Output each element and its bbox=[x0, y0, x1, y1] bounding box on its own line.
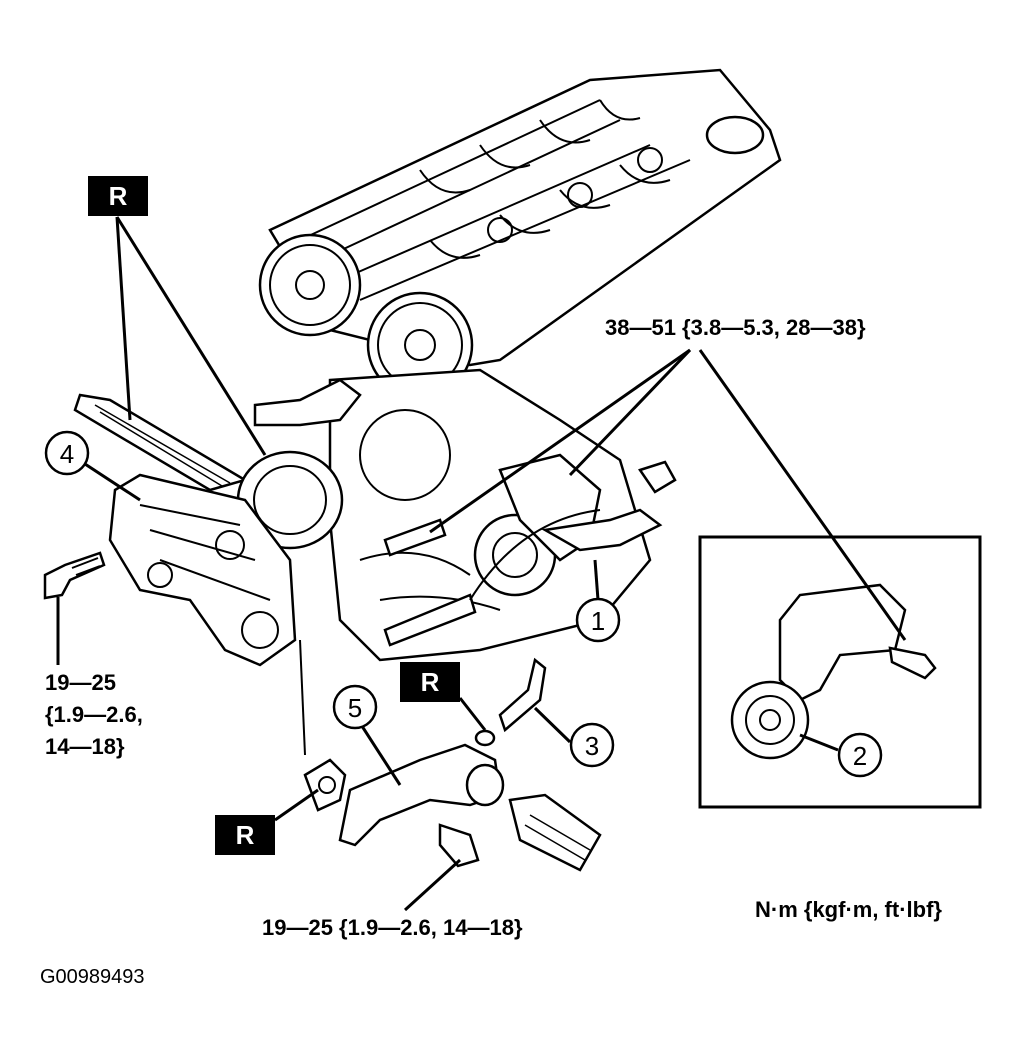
reuse-badge-bottom: R bbox=[215, 815, 275, 855]
torque-spec-left-line3: 14—18} bbox=[45, 734, 125, 759]
water-pump bbox=[108, 473, 297, 667]
torque-spec-bottom: 19—25 {1.9—2.6, 14—18} bbox=[262, 915, 523, 940]
svg-text:4: 4 bbox=[60, 439, 74, 469]
svg-text:3: 3 bbox=[585, 731, 599, 761]
badge-label: R bbox=[421, 667, 440, 697]
leader-lines bbox=[56, 216, 907, 912]
water-inlet-parts bbox=[303, 657, 602, 872]
badge-label: R bbox=[236, 820, 255, 850]
pump-bolt bbox=[43, 551, 106, 600]
torque-spec-left-line2: {1.9—2.6, bbox=[45, 702, 143, 727]
figure-id: G00989493 bbox=[40, 966, 145, 988]
torque-spec-left-line1: 19—25 bbox=[45, 670, 116, 695]
pump-outlet-assembly bbox=[383, 453, 677, 647]
svg-text:5: 5 bbox=[348, 693, 362, 723]
cylinder-head bbox=[268, 68, 782, 367]
callout-5: 5 bbox=[332, 684, 378, 730]
units-label: N·m {kgf·m, ft·lbf} bbox=[755, 897, 942, 922]
svg-text:1: 1 bbox=[591, 606, 605, 636]
reuse-badge-top: R bbox=[88, 176, 148, 216]
callout-3: 3 bbox=[569, 722, 615, 768]
callout-4: 4 bbox=[44, 430, 90, 476]
callout-2: 2 bbox=[837, 732, 883, 778]
reuse-badge-middle: R bbox=[400, 662, 460, 702]
torque-spec-top-right: 38—51 {3.8—5.3, 28—38} bbox=[605, 315, 866, 340]
callout-1: 1 bbox=[575, 597, 621, 643]
inset-pulley-box bbox=[698, 535, 982, 809]
front-cover-gasket bbox=[73, 393, 249, 492]
badge-label: R bbox=[109, 181, 128, 211]
svg-text:2: 2 bbox=[853, 741, 867, 771]
